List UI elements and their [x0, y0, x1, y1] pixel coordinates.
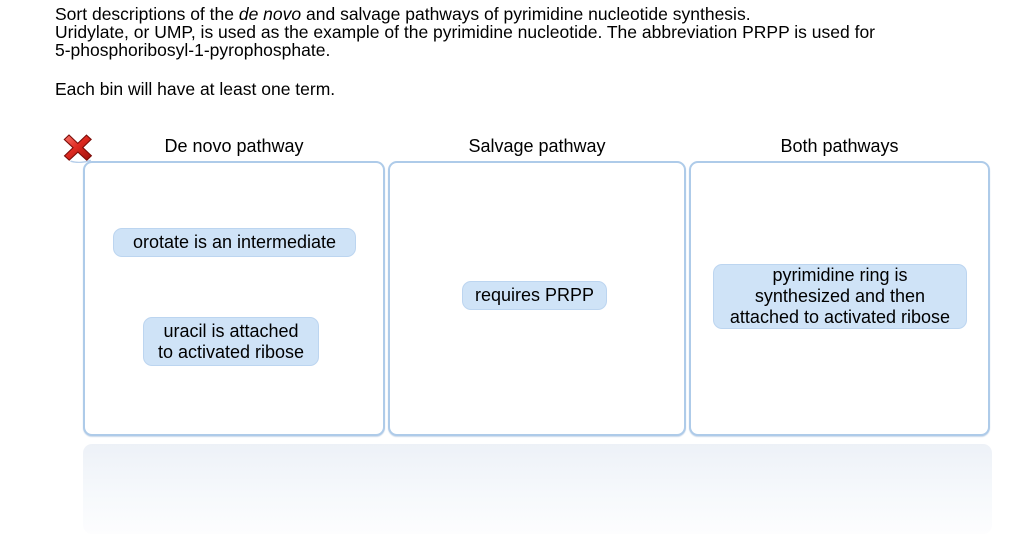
incorrect-x-icon [63, 133, 93, 164]
instruction-line3: 5-phosphoribosyl-1-pyrophosphate. [55, 40, 331, 60]
term-chip-uracil-attached[interactable]: uracil is attached to activated ribose [143, 317, 319, 366]
instruction-line2: Uridylate, or UMP, is used as the exampl… [55, 22, 876, 42]
bin-header-de-novo: De novo pathway [164, 136, 304, 156]
bin-de-novo-pathway[interactable] [83, 161, 385, 436]
question-instructions: Sort descriptions of the de novo and sal… [55, 5, 985, 59]
instruction-line1-pre: Sort descriptions of the [55, 4, 239, 24]
instruction-line1-italic: de novo [238, 4, 302, 24]
bin-header-salvage: Salvage pathway [468, 136, 606, 156]
term-chip-requires-prpp[interactable]: requires PRPP [462, 281, 607, 310]
bin-header-both: Both pathways [780, 136, 899, 156]
term-chip-orotate-intermediate[interactable]: orotate is an intermediate [113, 228, 356, 257]
instruction-line1-post: and salvage pathways of pyrimidine nucle… [301, 4, 751, 24]
term-bank[interactable] [83, 444, 992, 534]
term-chip-pyrimidine-ring[interactable]: pyrimidine ring is synthesized and then … [713, 264, 967, 329]
bin-hint-text: Each bin will have at least one term. [55, 79, 336, 99]
